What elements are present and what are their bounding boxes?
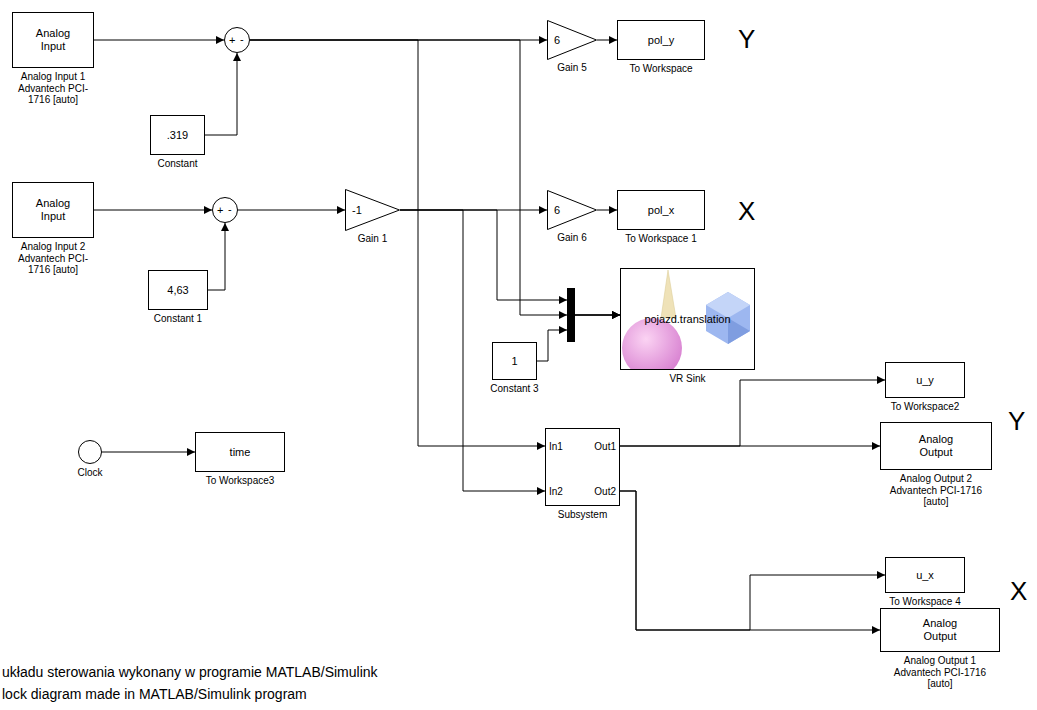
block-text: 4,63 <box>164 284 191 297</box>
to-workspace-block: timeTo Workspace3 <box>195 432 285 472</box>
caption-line: układu sterowania wykonany w programie M… <box>2 664 378 680</box>
block-text: In2 <box>549 486 563 498</box>
block-text: u_y <box>913 374 937 387</box>
block-caption: Gain 1 <box>358 233 387 245</box>
gain-block: 6Gain 5 <box>547 20 597 60</box>
block-caption: Constant 3 <box>490 383 538 395</box>
constant-block: .319Constant <box>150 115 205 155</box>
block-text: pol_y <box>645 34 677 47</box>
mux-input-arrow <box>559 296 567 304</box>
analog-output-block: Analog OutputAnalog Output 2 Advantech P… <box>880 422 992 470</box>
block-caption: VR Sink <box>669 373 705 385</box>
block-text: -1 <box>345 204 362 217</box>
block-text: Analog Output <box>920 617 960 642</box>
block-text: In1 <box>549 441 563 453</box>
to-workspace-block: u_xTo Workspace 4 <box>885 557 965 593</box>
signal-line <box>94 210 212 211</box>
block-text: Analog Input <box>33 197 73 222</box>
cone <box>661 270 676 318</box>
analog-input-block: Analog InputAnalog Input 1 Advantech PCI… <box>12 12 94 68</box>
block-caption: To Workspace 1 <box>625 233 697 245</box>
mux-bar <box>567 288 575 342</box>
signal-axis-label: X <box>738 196 755 227</box>
block-text: + <box>229 34 235 46</box>
block-caption: Clock <box>77 467 102 479</box>
gain-outline <box>346 190 400 231</box>
mux-input-arrow <box>559 326 567 334</box>
block-text: u_x <box>913 569 937 582</box>
block-text: + <box>217 204 223 216</box>
vr-scene <box>622 270 750 369</box>
block-caption: Analog Input 2 Advantech PCI-1716 [auto] <box>8 241 98 276</box>
signal-line <box>205 53 237 135</box>
block-caption: To Workspace 4 <box>889 596 961 608</box>
signal-axis-label: Y <box>738 24 755 55</box>
signal-line <box>620 491 880 630</box>
signal-axis-label: Y <box>1008 406 1025 437</box>
block-caption: Analog Output 1 Advantech PCI-1716 [auto… <box>890 655 990 690</box>
block-text: Analog Input <box>33 27 73 52</box>
block-caption: To Workspace <box>629 63 692 75</box>
gain-block: 6Gain 6 <box>547 190 597 230</box>
signal-line <box>400 210 545 491</box>
block-text: - <box>228 203 232 215</box>
to-workspace-block: u_yTo Workspace2 <box>885 362 965 398</box>
signal-line <box>597 40 617 41</box>
block-text: 6 <box>547 204 560 217</box>
subsystem-block: In1Out1In2Out2Subsystem <box>545 428 620 506</box>
sum-block: +- <box>212 197 238 223</box>
signal-line <box>620 491 885 630</box>
block-caption: To Workspace3 <box>206 475 275 487</box>
block-caption: Constant 1 <box>154 313 202 325</box>
block-text: pojazd.translation <box>641 313 733 326</box>
block-text: Analog Output <box>916 433 956 458</box>
block-text: Out1 <box>594 441 616 453</box>
signal-line <box>102 452 195 453</box>
signal-axis-label: X <box>1010 576 1027 607</box>
signal-line <box>94 40 224 41</box>
signal-line <box>250 40 620 315</box>
block-caption: Analog Output 2 Advantech PCI-1716 [auto… <box>886 473 986 508</box>
analog-output-block: Analog OutputAnalog Output 1 Advantech P… <box>880 608 1000 652</box>
gain-outline <box>548 191 597 230</box>
signal-line <box>208 223 225 290</box>
to-workspace-block: pol_yTo Workspace <box>617 20 705 60</box>
constant-block: 4,63Constant 1 <box>148 270 208 310</box>
clock-block: Clock <box>78 440 102 464</box>
block-text: - <box>240 33 244 45</box>
pink-sphere <box>622 318 682 369</box>
block-text: pol_x <box>645 204 677 217</box>
block-caption: Gain 5 <box>557 62 586 74</box>
signal-line <box>238 210 345 211</box>
to-workspace-block: pol_xTo Workspace 1 <box>617 190 705 230</box>
vr-sink-block: pojazd.translationVR Sink <box>620 268 755 370</box>
gain-outline <box>548 21 597 60</box>
constant-block: 1Constant 3 <box>492 342 537 380</box>
gain-block: -1Gain 1 <box>345 189 400 231</box>
mux-input-arrow <box>559 311 567 319</box>
block-text: 1 <box>508 355 520 368</box>
block-text: .319 <box>164 129 191 142</box>
block-text: 6 <box>547 34 560 47</box>
caption-line: lock diagram made in MATLAB/Simulink pro… <box>2 686 307 702</box>
polyhedron-facet <box>728 318 750 344</box>
signal-line <box>620 380 885 446</box>
block-caption: To Workspace2 <box>891 401 960 413</box>
signal-line <box>597 210 617 211</box>
signal-line <box>250 40 545 446</box>
block-caption: Constant <box>157 158 197 170</box>
signal-line <box>537 315 620 361</box>
signal-line <box>620 446 880 447</box>
block-caption: Subsystem <box>558 509 607 521</box>
sum-block: +- <box>224 27 250 53</box>
block-caption: Gain 6 <box>557 232 586 244</box>
block-caption: Analog Input 1 Advantech PCI-1716 [auto] <box>8 71 98 106</box>
block-text: time <box>227 446 254 459</box>
block-text: Out2 <box>594 486 616 498</box>
analog-input-block: Analog InputAnalog Input 2 Advantech PCI… <box>12 182 94 238</box>
